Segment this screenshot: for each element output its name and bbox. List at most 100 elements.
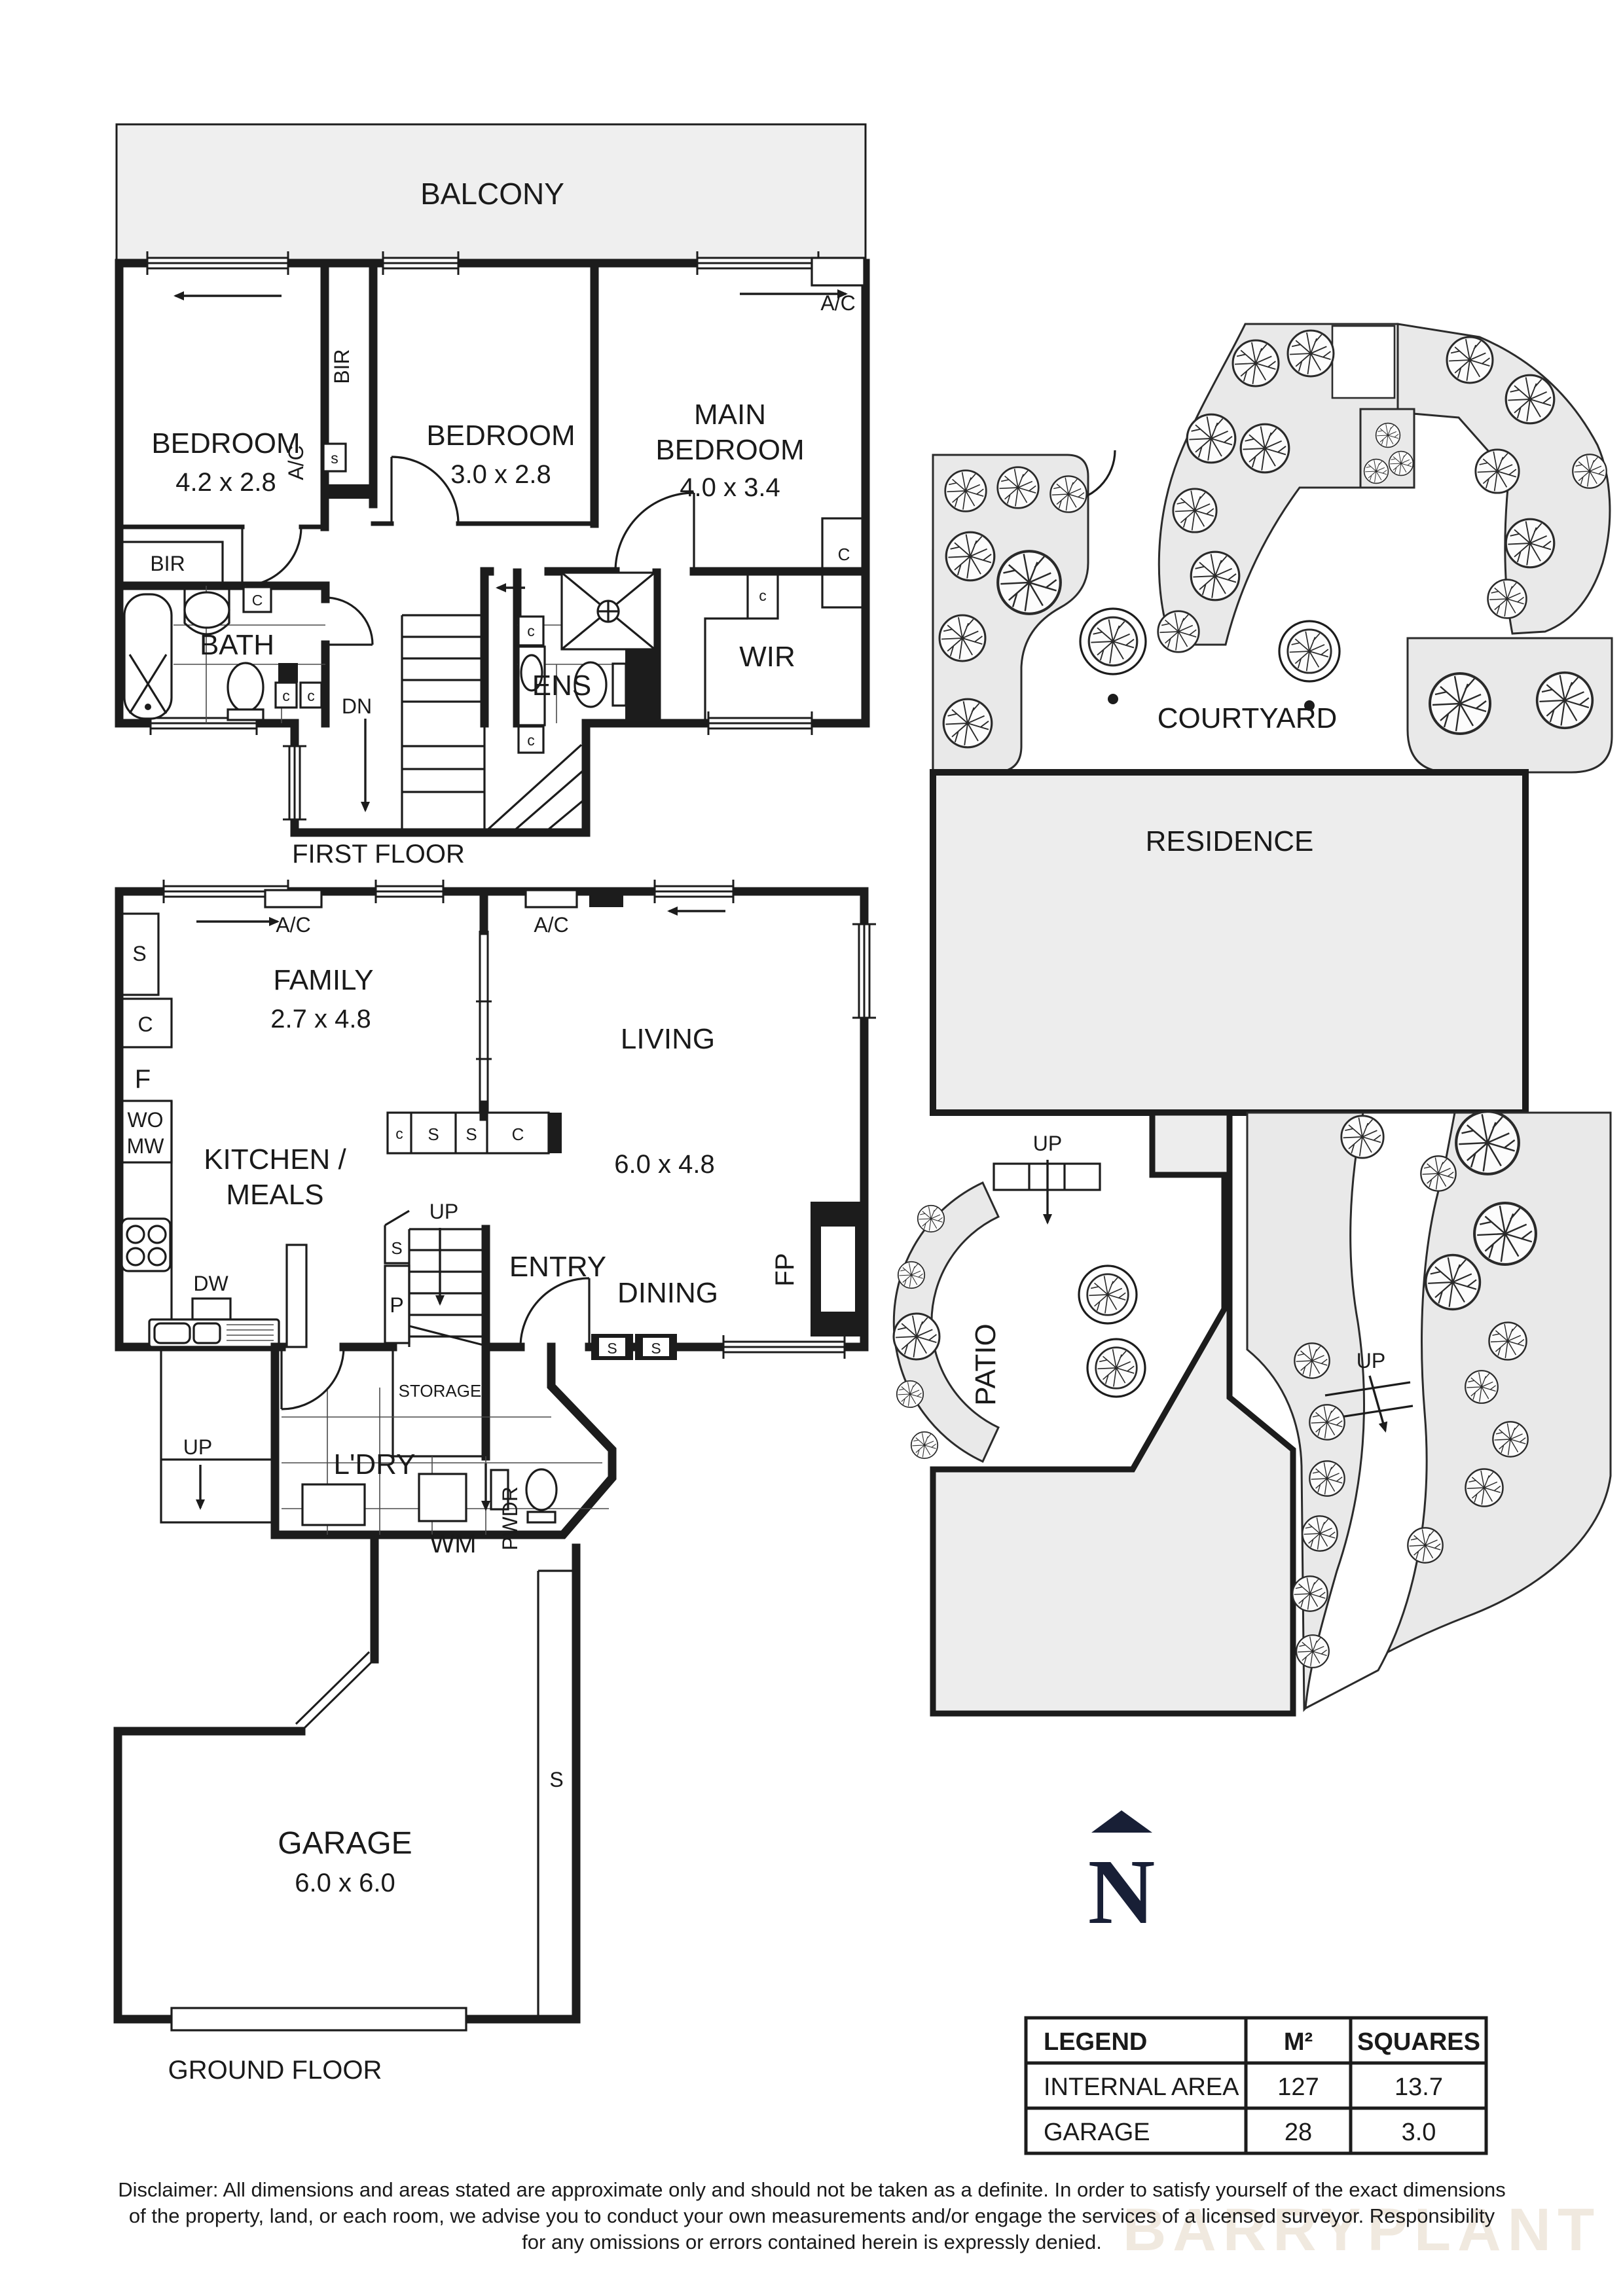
balcony-area [115, 123, 867, 264]
kitchen-peninsula [285, 1244, 308, 1348]
powder-toilet-seat [526, 1511, 556, 1524]
legend-row-garage-squares: 3.0 [1402, 2119, 1436, 2146]
legend-row-internal-m2: 127 [1277, 2073, 1319, 2101]
bath-fixtures: C c c [123, 586, 325, 723]
bedroom2-label: BEDROOM [426, 420, 575, 452]
storage-room: STORAGE [392, 1347, 486, 1458]
main-bedroom-dims: 4.0 x 3.4 [680, 473, 780, 502]
garage-door [170, 2007, 467, 2032]
north-arrow-icon [1091, 1810, 1152, 1833]
wm-label: WM [429, 1530, 476, 1558]
courtyard-label: COURTYARD [1158, 702, 1338, 734]
ac-unit [264, 889, 323, 908]
up-label: UP [1033, 1132, 1062, 1155]
courtyard-trees [938, 329, 1607, 749]
kitchen-label-2: MEALS [226, 1179, 323, 1211]
ground-floor-windows: A/C A/C [162, 880, 876, 1359]
sink-bowl [192, 1322, 221, 1344]
legend-row-garage-m2: 28 [1285, 2119, 1312, 2146]
ens-toilet [574, 661, 608, 708]
powder-label: PWDR [498, 1486, 522, 1551]
wir-label: WIR [739, 641, 795, 673]
first-floor-stairs [401, 614, 585, 834]
legend-row-garage-label: GARAGE [1044, 2119, 1150, 2146]
ground-floor-title: GROUND FLOOR [168, 2056, 382, 2085]
p-label: P [390, 1293, 403, 1317]
ens-basin [520, 654, 543, 692]
bath-cupboard [299, 681, 323, 709]
c-label: c [307, 687, 315, 704]
window [852, 923, 876, 1019]
ac-label: A/C [276, 913, 310, 937]
window [722, 1335, 846, 1359]
north-indicator: N [1088, 1810, 1156, 1943]
window [382, 251, 460, 275]
bath-toilet [227, 662, 264, 713]
c-label: C [512, 1124, 524, 1144]
s-label: S [651, 1340, 661, 1357]
garage-dims: 6.0 x 6.0 [295, 1869, 395, 1897]
family-label: FAMILY [273, 964, 373, 996]
c-label: C [838, 545, 850, 564]
legend-header-label: LEGEND [1044, 2028, 1147, 2056]
living-dims: 6.0 x 4.8 [614, 1150, 714, 1179]
ens-cistern [611, 662, 627, 707]
wo-label: WO [127, 1108, 163, 1132]
ac-unit [524, 889, 578, 908]
first-floor-title: FIRST FLOOR [292, 840, 465, 869]
legend-row-internal-squares: 13.7 [1395, 2073, 1443, 2101]
first-floor-doors [241, 456, 695, 646]
s-label: S [428, 1124, 439, 1144]
powder-toilet [525, 1468, 558, 1511]
family-dims: 2.7 x 4.8 [270, 1005, 371, 1033]
disclaimer-line-1: Disclaimer: All dimensions and areas sta… [118, 2178, 1506, 2201]
sink-bowl [153, 1322, 191, 1344]
s-label: S [607, 1340, 617, 1357]
f-label: F [135, 1065, 151, 1094]
s-label: S [465, 1124, 477, 1144]
kitchen-label-1: KITCHEN / [204, 1143, 346, 1175]
dining-label: DINING [617, 1277, 718, 1309]
first-floor-plan: BALCONY [115, 123, 870, 869]
north-letter: N [1088, 1840, 1156, 1943]
ground-floor-stairs: S P UP [384, 1200, 490, 1461]
s-label: S [391, 1238, 402, 1258]
fp-label: FP [771, 1253, 799, 1286]
terrace-block [930, 1109, 1296, 1717]
ground-floor-plan: c S S C S C F WO MW DW [113, 880, 876, 2085]
right-garden: UP [1246, 1111, 1612, 1712]
garden-bed [1396, 323, 1611, 635]
bath-toilet-seat [227, 708, 264, 721]
laundry-label: L'DRY [334, 1448, 416, 1480]
bir-robe-label: BIR [330, 349, 354, 384]
window [696, 251, 820, 275]
c-label: c [527, 622, 535, 639]
c-label: c [759, 587, 767, 604]
dn-label: DN [342, 694, 372, 718]
ground-floor-outer-walls [115, 887, 869, 1352]
legend-table: LEGEND M² SQUARES INTERNAL AREA 127 13.7… [1024, 2016, 1488, 2155]
patio-label: PATIO [970, 1323, 1002, 1406]
window [374, 880, 445, 903]
window [146, 251, 289, 275]
ac-robe-label: A/C [284, 445, 308, 480]
bath-cupboard [242, 586, 272, 613]
bedroom2-dims: 3.0 x 2.8 [450, 460, 551, 489]
ac-label: A/C [820, 291, 855, 315]
storage-label: STORAGE [399, 1381, 482, 1401]
legend-header-squares: SQUARES [1357, 2028, 1480, 2056]
up-arrow-icon [1368, 1375, 1388, 1433]
c-label: c [395, 1125, 403, 1142]
main-bedroom-label-2: BEDROOM [655, 434, 804, 466]
courtyard-gate [1331, 325, 1396, 399]
residence-block [930, 769, 1529, 1116]
s-label: S [549, 1768, 563, 1791]
first-floor-windows [146, 251, 820, 821]
dishwasher [191, 1297, 232, 1321]
exterior-steps: UP [160, 1346, 276, 1524]
legend-row-internal-label: INTERNAL AREA [1044, 2073, 1239, 2101]
ac-label: A/C [534, 913, 568, 937]
ens-cupboard [517, 725, 545, 754]
up-label: UP [429, 1200, 458, 1223]
